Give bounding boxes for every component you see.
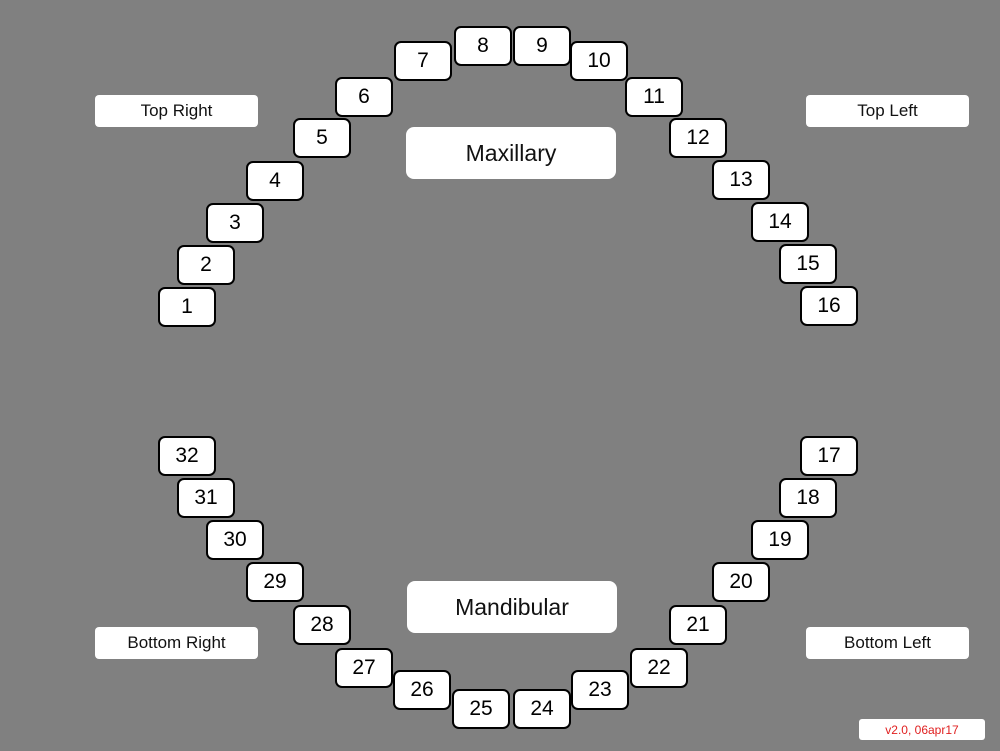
tooth-29[interactable]: 29 [246, 562, 304, 602]
tooth-25[interactable]: 25 [452, 689, 510, 729]
tooth-26[interactable]: 26 [393, 670, 451, 710]
tooth-21[interactable]: 21 [669, 605, 727, 645]
tooth-7[interactable]: 7 [394, 41, 452, 81]
tooth-23[interactable]: 23 [571, 670, 629, 710]
tooth-13[interactable]: 13 [712, 160, 770, 200]
tooth-11[interactable]: 11 [625, 77, 683, 117]
tooth-8[interactable]: 8 [454, 26, 512, 66]
tooth-6[interactable]: 6 [335, 77, 393, 117]
tooth-22[interactable]: 22 [630, 648, 688, 688]
tooth-28[interactable]: 28 [293, 605, 351, 645]
tooth-9[interactable]: 9 [513, 26, 571, 66]
tooth-4[interactable]: 4 [246, 161, 304, 201]
tooth-30[interactable]: 30 [206, 520, 264, 560]
arch-label-maxillary[interactable]: Maxillary [406, 127, 616, 179]
tooth-27[interactable]: 27 [335, 648, 393, 688]
tooth-32[interactable]: 32 [158, 436, 216, 476]
tooth-1[interactable]: 1 [158, 287, 216, 327]
tooth-5[interactable]: 5 [293, 118, 351, 158]
tooth-17[interactable]: 17 [800, 436, 858, 476]
tooth-2[interactable]: 2 [177, 245, 235, 285]
quadrant-label-top-left[interactable]: Top Left [806, 95, 969, 127]
tooth-31[interactable]: 31 [177, 478, 235, 518]
quadrant-label-bottom-left[interactable]: Bottom Left [806, 627, 969, 659]
tooth-10[interactable]: 10 [570, 41, 628, 81]
version-label: v2.0, 06apr17 [859, 719, 985, 740]
tooth-12[interactable]: 12 [669, 118, 727, 158]
quadrant-label-bottom-right[interactable]: Bottom Right [95, 627, 258, 659]
tooth-15[interactable]: 15 [779, 244, 837, 284]
arch-label-mandibular[interactable]: Mandibular [407, 581, 617, 633]
tooth-24[interactable]: 24 [513, 689, 571, 729]
tooth-19[interactable]: 19 [751, 520, 809, 560]
quadrant-label-top-right[interactable]: Top Right [95, 95, 258, 127]
tooth-16[interactable]: 16 [800, 286, 858, 326]
tooth-18[interactable]: 18 [779, 478, 837, 518]
tooth-20[interactable]: 20 [712, 562, 770, 602]
tooth-3[interactable]: 3 [206, 203, 264, 243]
tooth-14[interactable]: 14 [751, 202, 809, 242]
